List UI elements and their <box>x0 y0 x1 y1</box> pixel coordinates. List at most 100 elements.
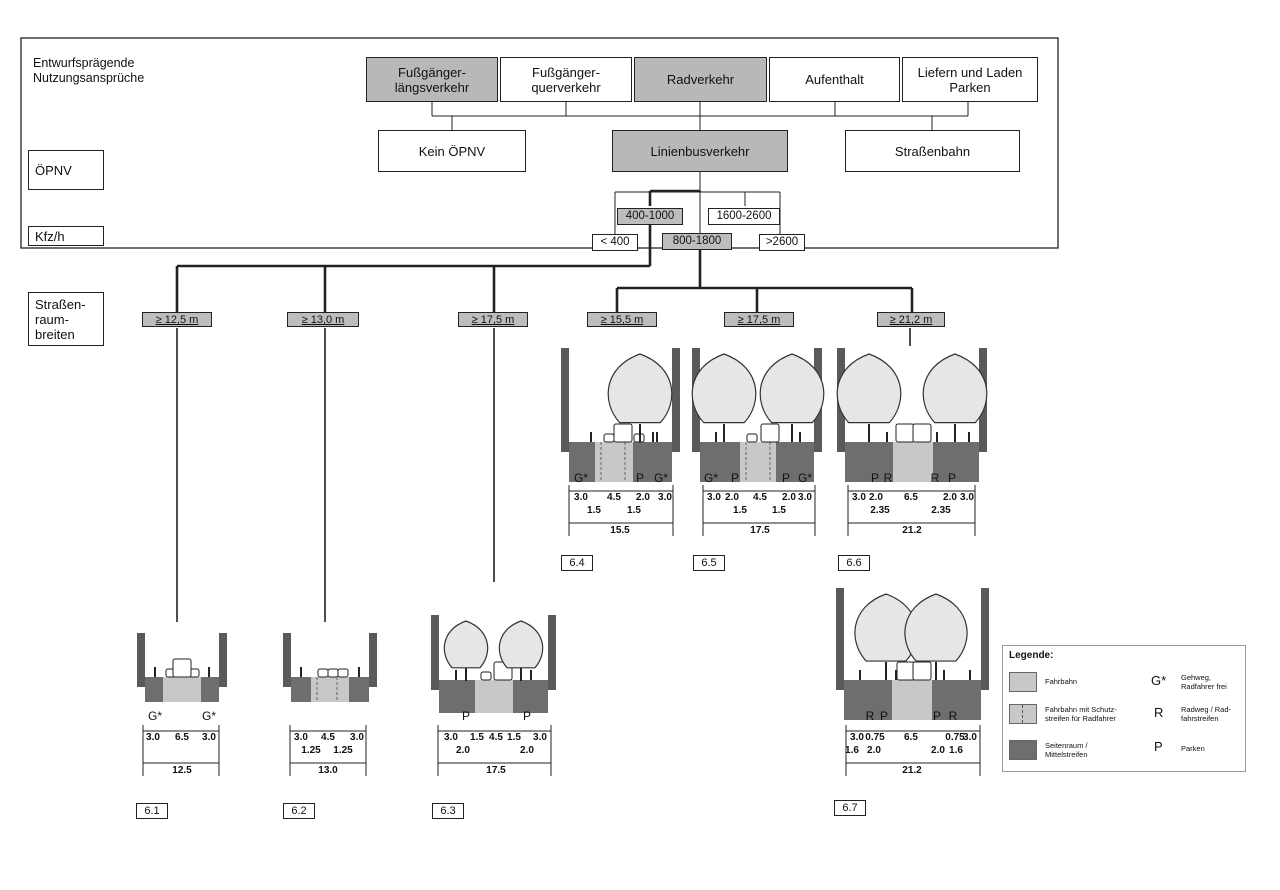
section-number-6-3: 6.3 <box>432 803 464 819</box>
building-wall-left <box>137 633 145 687</box>
dimension-total: 17.5 <box>750 525 770 536</box>
legend-swatch-fahrbahn <box>1009 672 1037 692</box>
tree-icon <box>607 353 673 442</box>
legend-text-seitenraum: Seitenraum / Mittelstreifen <box>1045 741 1088 759</box>
legend-text-schutzstreifen: Fahrbahn mit Schutz- streifen für Radfah… <box>1045 705 1117 723</box>
dimension-total: 21.2 <box>902 525 922 536</box>
dimension-value: 4.5 <box>753 492 767 503</box>
tree-icon <box>443 620 489 681</box>
section-number-6-2: 6.2 <box>283 803 315 819</box>
car-icon <box>603 433 615 443</box>
dimension-value: 2.0 <box>520 745 534 756</box>
dimension-value: 2.0 <box>943 492 957 503</box>
fahrbahn <box>892 680 932 720</box>
car-icon <box>746 433 758 443</box>
tree-icon <box>904 593 968 680</box>
dimension-value: 1.5 <box>772 505 786 516</box>
legend-text-radweg: Radweg / Rad- fahrstreifen <box>1181 705 1232 723</box>
tree-crown <box>498 620 544 669</box>
car-icon <box>337 668 349 678</box>
bus-icon <box>912 661 932 681</box>
marker-gstar: G* <box>148 709 162 723</box>
marker-p: P <box>933 709 941 723</box>
dimension-value: 2.0 <box>636 492 650 503</box>
dimension-value: 3.0 <box>444 732 458 743</box>
section-number-6-6: 6.6 <box>838 555 870 571</box>
dimension-value: 3.0 <box>533 732 547 743</box>
dimension-value: 4.5 <box>607 492 621 503</box>
dimension-value: 0.75 <box>945 732 965 743</box>
tree-crown <box>443 620 489 669</box>
marker-p: P <box>948 471 956 485</box>
section-number-6-4: 6.4 <box>561 555 593 571</box>
dimension-value: 3.0 <box>850 732 864 743</box>
legend-swatch-seitenraum <box>1009 740 1037 760</box>
marker-p: P <box>636 471 644 485</box>
label-oepnv: ÖPNV <box>28 150 104 190</box>
tree-crown <box>607 353 673 424</box>
building-wall-right <box>981 588 989 690</box>
legend-text-parken: Parken <box>1181 744 1205 753</box>
cross-section-6-1 <box>137 633 227 702</box>
dimension-value: 6.5 <box>904 732 918 743</box>
dimension-value: 3.0 <box>202 732 216 743</box>
marker-gstar: G* <box>798 471 812 485</box>
dimension-value: 1.25 <box>333 745 353 756</box>
car-icon <box>480 671 492 681</box>
building-wall-right <box>672 348 680 452</box>
dimension-value: 3.0 <box>658 492 672 503</box>
fahrbahn <box>893 442 933 482</box>
cross-section-6-7 <box>836 588 989 720</box>
kfz-gt-2600: >2600 <box>759 234 805 251</box>
tree-crown <box>691 353 757 424</box>
bus-icon <box>895 423 915 443</box>
dimension-value: 3.0 <box>798 492 812 503</box>
dimension-total: 15.5 <box>610 525 630 536</box>
width-tag-6-4: ≥ 15,5 m <box>587 312 657 327</box>
tree-icon <box>922 353 988 442</box>
dimension-value: 3.0 <box>574 492 588 503</box>
box-kein-oepnv: Kein ÖPNV <box>378 130 526 172</box>
box-fussgaenger-quer: Fußgänger- querverkehr <box>500 57 632 102</box>
width-tag-6-1: ≥ 12,5 m <box>142 312 212 327</box>
dimension-total: 17.5 <box>486 765 506 776</box>
bus-icon <box>760 423 780 443</box>
fahrbahn <box>475 680 513 713</box>
legend-symbol-p: P <box>1154 739 1163 754</box>
marker-r: R <box>931 471 940 485</box>
dimension-value: 2.0 <box>869 492 883 503</box>
car-icon <box>327 668 339 678</box>
marker-p: P <box>731 471 739 485</box>
dimension-value: 4.5 <box>321 732 335 743</box>
fahrbahn <box>163 677 201 702</box>
dimension-value: 1.5 <box>627 505 641 516</box>
bus-icon <box>172 658 192 678</box>
width-tag-6-5: ≥ 17,5 m <box>724 312 794 327</box>
marker-r: R <box>884 471 893 485</box>
tree-icon <box>691 353 757 442</box>
label-entwurf: Entwurfsprägende Nutzungsansprüche <box>33 56 145 85</box>
dimension-value: 4.5 <box>489 732 503 743</box>
tree-crown <box>922 353 988 424</box>
tree-crown <box>904 593 968 662</box>
building-wall-right <box>369 633 377 687</box>
marker-r: R <box>949 709 958 723</box>
kfz-1600-2600: 1600-2600 <box>708 208 780 225</box>
dimension-value: 3.0 <box>294 732 308 743</box>
box-liefern-laden-parken: Liefern und Laden Parken <box>902 57 1038 102</box>
building-wall-right <box>219 633 227 687</box>
tree-icon <box>854 593 918 680</box>
marker-p: P <box>523 709 531 723</box>
tree-crown <box>836 353 902 424</box>
label-strassenraumbreiten: Straßen- raum- breiten <box>28 292 104 346</box>
dimension-value: 1.5 <box>507 732 521 743</box>
dimension-value: 6.5 <box>175 732 189 743</box>
dimension-value: 1.6 <box>845 745 859 756</box>
marker-gstar: G* <box>202 709 216 723</box>
tree-crown <box>759 353 825 424</box>
marker-gstar: G* <box>704 471 718 485</box>
building-wall-left <box>836 588 844 690</box>
legend: Legende: Fahrbahn Fahrbahn mit Schutz- s… <box>1002 645 1246 772</box>
